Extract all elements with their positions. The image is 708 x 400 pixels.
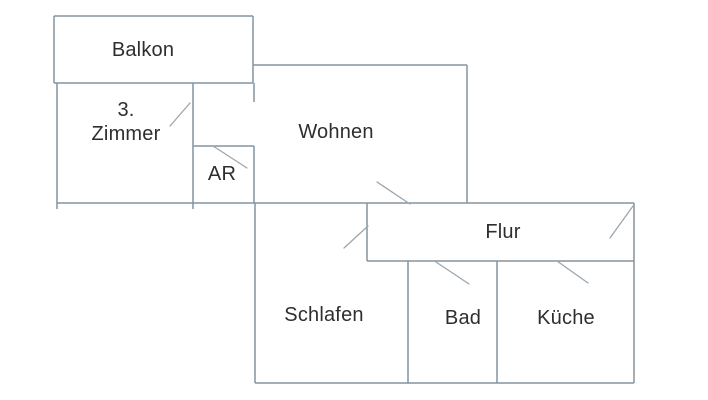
- door-swing-kueche: [556, 260, 589, 284]
- door-swing-ar: [212, 145, 248, 169]
- door-swing-entrance: [609, 205, 634, 239]
- room-label-kueche: Küche: [537, 307, 595, 329]
- room-label-schlafen: Schlafen: [284, 304, 364, 326]
- room-label-wohnen: Wohnen: [298, 121, 374, 143]
- door-swing-bad: [435, 261, 470, 285]
- room-label-flur: Flur: [485, 221, 521, 243]
- room-label-third-room-line1: 3.: [117, 99, 135, 121]
- room-label-bad: Bad: [444, 307, 482, 329]
- room-label-third-room: 3. Zimmer: [92, 98, 161, 146]
- door-swing-zimmer3: [169, 102, 191, 127]
- room-label-balkon: Balkon: [111, 39, 175, 61]
- room-label-third-room-line2: Zimmer: [91, 123, 161, 145]
- room-label-ar: AR: [207, 163, 237, 185]
- door-swing-schlafen: [343, 225, 369, 249]
- door-swing-wohnen: [376, 181, 411, 205]
